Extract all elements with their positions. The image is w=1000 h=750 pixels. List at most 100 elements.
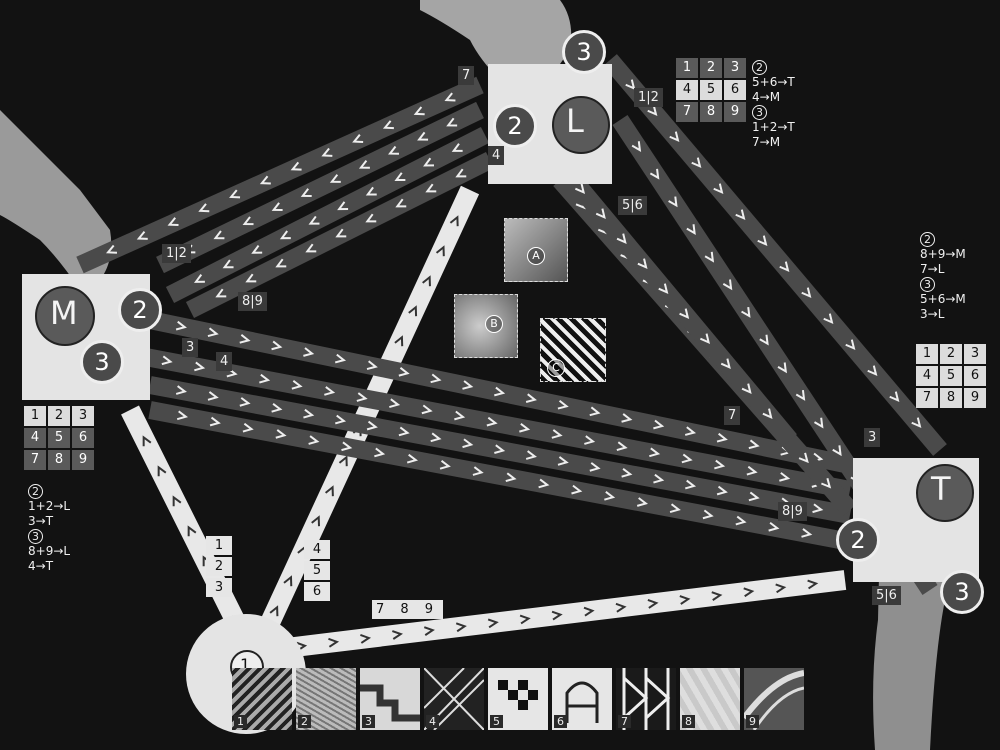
tag-digit: 4 xyxy=(304,540,330,559)
checkered-flag-icon xyxy=(498,680,538,710)
texture-cell-2: 2 xyxy=(296,668,356,730)
rule-line: 5+6→M xyxy=(920,292,966,306)
badge-3-t: 3 xyxy=(940,570,984,614)
texture-number: 6 xyxy=(554,715,567,728)
texture-cell-5: 5 xyxy=(488,668,548,730)
track-l-t-a xyxy=(603,54,947,456)
grid-cell: 8 xyxy=(700,102,722,122)
badge-2-m: 2 xyxy=(118,288,162,332)
texture-strip: 1 2 3 4 5 6 7 8 9 xyxy=(232,668,804,730)
tag-89-left: 8|9 xyxy=(238,292,267,311)
texture-cell-3: 3 xyxy=(360,668,420,730)
tag-3-left: 3 xyxy=(182,338,199,357)
grid-cell: 5 xyxy=(48,428,70,448)
tag-digit: 2 xyxy=(206,557,232,576)
grid-cell: 3 xyxy=(724,58,746,78)
rules-left: 2 1+2→L 3→T 3 8+9→L 4→T xyxy=(28,484,70,574)
track-m-t-a xyxy=(148,311,852,474)
rule-line: 4→T xyxy=(28,559,54,573)
texture-cell-8: 8 xyxy=(680,668,740,730)
station-t-letter: T xyxy=(931,470,951,508)
track-m-t-c xyxy=(148,376,852,524)
rule-line: 4→M xyxy=(752,90,781,104)
texture-number: 9 xyxy=(746,715,759,728)
rules-top: 2 5+6→T 4→M 3 1+2→T 7→M xyxy=(752,60,795,150)
station-m-icon xyxy=(35,286,95,346)
badge-2-t: 2 xyxy=(836,518,880,562)
badge-2-l: 2 xyxy=(493,104,537,148)
grid-cell: 1 xyxy=(676,58,698,78)
grid-cell: 4 xyxy=(916,366,938,386)
rule-line: 3 xyxy=(920,277,966,292)
grid-cell: 3 xyxy=(72,406,94,426)
tag-digit: 1 xyxy=(206,536,232,555)
grid-cell: 7 xyxy=(916,388,938,408)
grid-cell: 8 xyxy=(48,450,70,470)
grid-cell: 5 xyxy=(940,366,962,386)
scaffold-icon xyxy=(622,668,671,730)
grid-cell: 6 xyxy=(964,366,986,386)
tag-7-right: 7 xyxy=(724,406,741,425)
track-l-m-c xyxy=(165,126,490,304)
grid-cell: 4 xyxy=(676,80,698,100)
badge-3-l: 3 xyxy=(562,30,606,74)
texture-number: 1 xyxy=(234,715,247,728)
track-1-to-m xyxy=(121,405,259,655)
tag-digit: 3 xyxy=(206,578,232,597)
rule-line: 3→L xyxy=(920,307,945,321)
texture-cell-4: 4 xyxy=(424,668,484,730)
grid-cell: 3 xyxy=(964,344,986,364)
grid-cell: 9 xyxy=(964,388,986,408)
grid-cell: 1 xyxy=(916,344,938,364)
station-l-icon xyxy=(552,96,610,154)
grid-cell: 2 xyxy=(700,58,722,78)
rule-line: 2 xyxy=(28,484,70,499)
rule-line: 2 xyxy=(752,60,795,75)
rule-line: 5+6→T xyxy=(752,75,795,89)
texture-cell-9: 9 xyxy=(744,668,804,730)
tag-digit: 5 xyxy=(304,561,330,580)
tag-3-right: 3 xyxy=(864,428,881,447)
track-m-t-b xyxy=(133,346,852,499)
station-t-icon xyxy=(916,464,974,522)
grid-cell: 2 xyxy=(940,344,962,364)
grid-cell: 4 xyxy=(24,428,46,448)
texture-number: 4 xyxy=(426,715,439,728)
station-l-letter: L xyxy=(566,102,584,140)
grid-left: 1 2 3 4 5 6 7 8 9 xyxy=(24,406,94,470)
texture-number: 7 xyxy=(618,715,631,728)
texture-number: 3 xyxy=(362,715,375,728)
grid-cell: 7 xyxy=(24,450,46,470)
photo-clue-a: A xyxy=(504,218,568,282)
rules-right: 2 8+9→M 7→L 3 5+6→M 3→L xyxy=(920,232,966,322)
rule-line: 7→M xyxy=(752,135,781,149)
tag-123-vertical: 1 2 3 xyxy=(206,536,232,597)
rule-line: 7→L xyxy=(920,262,945,276)
tag-789: 7 8 9 xyxy=(372,600,444,619)
chair-icon xyxy=(565,681,599,723)
grid-cell: 1 xyxy=(24,406,46,426)
tag-56-bottom: 5|6 xyxy=(872,586,901,605)
tag-4-top: 4 xyxy=(488,146,505,165)
tag-12-top: 1|2 xyxy=(634,88,663,107)
grid-cell: 8 xyxy=(940,388,962,408)
grid-cell: 6 xyxy=(724,80,746,100)
tag-7-top: 7 xyxy=(458,66,475,85)
photo-label-c: C xyxy=(547,359,565,377)
tag-digit: 6 xyxy=(304,582,330,601)
rule-line: 8+9→L xyxy=(28,544,71,558)
photo-label-b: B xyxy=(485,315,503,333)
grid-cell: 5 xyxy=(700,80,722,100)
stairs-icon xyxy=(360,684,420,722)
tag-12-left: 1|2 xyxy=(162,244,191,263)
track-l-m-d xyxy=(185,151,495,319)
rule-line: 1+2→L xyxy=(28,499,71,513)
texture-number: 8 xyxy=(682,715,695,728)
grid-top: 1 2 3 4 5 6 7 8 9 xyxy=(676,58,746,122)
texture-cell-1: 1 xyxy=(232,668,292,730)
rule-line: 3→T xyxy=(28,514,54,528)
track-1-to-t xyxy=(268,570,847,660)
rule-line: 2 xyxy=(920,232,966,247)
station-m-letter: M xyxy=(50,294,78,332)
